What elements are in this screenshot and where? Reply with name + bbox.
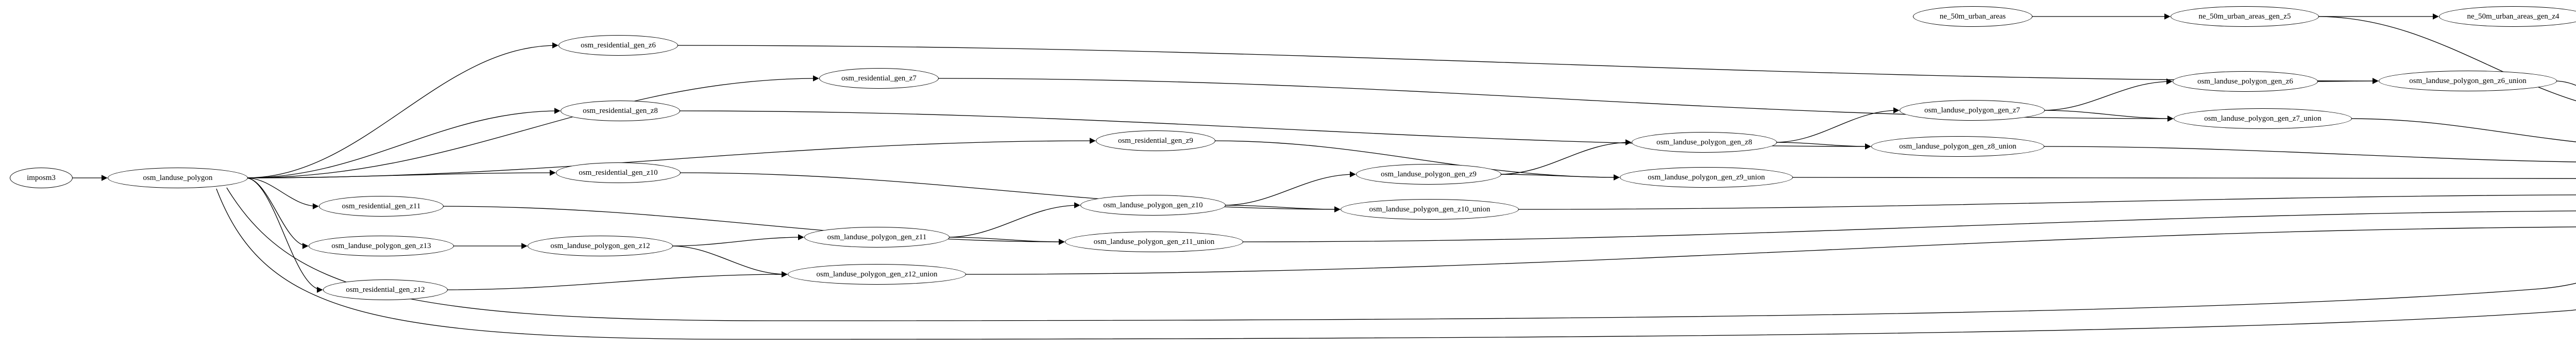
edge-osm_landuse_polygon_gen_z11-to-osm_landuse_polygon_gen_z10 bbox=[947, 202, 1080, 238]
edge-osm_residential_gen_z10-to-osm_landuse_polygon_gen_z10_union bbox=[678, 172, 1341, 212]
node-osm-residential-gen-z8: osm_residential_gen_z8 bbox=[561, 101, 680, 121]
edge-osm_landuse_polygon_gen_z6_union-to-layer-z6 bbox=[2554, 80, 2576, 86]
node-osm-landuse-polygon-gen-z10-union: osm_landuse_polygon_gen_z10_union bbox=[1341, 199, 1519, 220]
edge-osm_landuse_polygon_gen_z7-to-osm_landuse_polygon_gen_z6 bbox=[2042, 78, 2173, 111]
edge-osm_landuse_polygon-to-osm_residential_gen_z8 bbox=[245, 108, 561, 178]
edge-osm_landuse_polygon-to-osm_residential_gen_z7 bbox=[245, 75, 819, 178]
node-imposm3: imposm3 bbox=[10, 168, 73, 188]
node-osm-landuse-polygon-gen-z12-union: osm_landuse_polygon_gen_z12_union bbox=[788, 264, 966, 285]
node-osm-landuse-polygon-gen-z7: osm_landuse_polygon_gen_z7 bbox=[1900, 100, 2045, 121]
edge-osm_residential_gen_z11-to-osm_landuse_polygon_gen_z11_union bbox=[441, 206, 1065, 245]
edge-osm_landuse_polygon_gen_z7-to-osm_landuse_polygon_gen_z7_union bbox=[2042, 110, 2174, 122]
node-osm-landuse-polygon-gen-z8: osm_landuse_polygon_gen_z8 bbox=[1632, 132, 1777, 153]
edge-osm_landuse_polygon-to-layer-z14+ bbox=[216, 188, 2576, 340]
edge-osm_landuse_polygon_gen_z12-to-osm_landuse_polygon_gen_z11 bbox=[670, 234, 804, 246]
node-osm-residential-gen-z6: osm_residential_gen_z6 bbox=[558, 35, 678, 56]
node-osm-residential-gen-z11: osm_residential_gen_z11 bbox=[319, 196, 444, 217]
node-osm-landuse-polygon-gen-z9-union: osm_landuse_polygon_gen_z9_union bbox=[1620, 167, 1793, 188]
edge-osm_residential_gen_z6-to-osm_landuse_polygon_gen_z6_union bbox=[675, 45, 2379, 84]
node-osm-landuse-polygon-gen-z8-union: osm_landuse_polygon_gen_z8_union bbox=[1871, 136, 2044, 157]
node-osm-landuse-polygon-gen-z6-union: osm_landuse_polygon_gen_z6_union bbox=[2379, 71, 2557, 91]
edge-osm_landuse_polygon_gen_z8_union-to-layer-z8 bbox=[2042, 146, 2576, 162]
edge-ne_50m_urban_areas_gen_z5-to-layer-z5 bbox=[2316, 16, 2576, 102]
node-osm-residential-gen-z10: osm_residential_gen_z10 bbox=[556, 162, 681, 183]
edge-osm_landuse_polygon_gen_z7_union-to-layer-z7 bbox=[2349, 118, 2576, 142]
edge-osm_landuse_polygon_gen_z10_union-to-layer-z10 bbox=[1516, 194, 2576, 210]
node-ne-50m-urban-areas: ne_50m_urban_areas bbox=[1913, 6, 2032, 27]
edge-osm_landuse_polygon_gen_z8-to-osm_landuse_polygon_gen_z7 bbox=[1774, 107, 1900, 143]
node-osm-landuse-polygon-gen-z11-union: osm_landuse_polygon_gen_z11_union bbox=[1065, 232, 1243, 252]
edge-osm_landuse_polygon-to-osm_landuse_polygon_gen_z13 bbox=[245, 177, 309, 249]
node-osm-landuse-polygon-gen-z11: osm_landuse_polygon_gen_z11 bbox=[804, 227, 950, 248]
node-osm-residential-gen-z9: osm_residential_gen_z9 bbox=[1096, 130, 1215, 151]
edge-osm_residential_gen_z12-to-osm_landuse_polygon_gen_z12_union bbox=[445, 271, 788, 290]
edge-osm_landuse_polygon_gen_z9_union-to-layer-z9 bbox=[1790, 177, 2576, 179]
node-ne-50m-urban-areas-gen-z4: ne_50m_urban_areas_gen_z4 bbox=[2439, 6, 2576, 27]
node-osm-residential-gen-z7: osm_residential_gen_z7 bbox=[819, 68, 939, 89]
node-ne-50m-urban-areas-gen-z5: ne_50m_urban_areas_gen_z5 bbox=[2171, 6, 2319, 27]
node-osm-landuse-polygon-gen-z9: osm_landuse_polygon_gen_z9 bbox=[1356, 164, 1501, 185]
node-osm-landuse-polygon: osm_landuse_polygon bbox=[108, 168, 248, 188]
node-osm-landuse-polygon-gen-z13: osm_landuse_polygon_gen_z13 bbox=[309, 236, 454, 256]
edge-osm_residential_gen_z9-to-osm_landuse_polygon_gen_z9_union bbox=[1213, 140, 1620, 180]
node-osm-landuse-polygon-gen-z6: osm_landuse_polygon_gen_z6 bbox=[2173, 71, 2318, 92]
edge-osm_landuse_polygon_gen_z12_union-to-layer-z12 bbox=[963, 226, 2576, 275]
node-osm-residential-gen-z12: osm_residential_gen_z12 bbox=[323, 279, 448, 300]
edge-osm_landuse_polygon_gen_z12-to-osm_landuse_polygon_gen_z12_union bbox=[670, 245, 788, 277]
edge-osm_landuse_polygon-to-osm_residential_gen_z12 bbox=[245, 177, 323, 293]
edge-osm_landuse_polygon-to-osm_residential_gen_z10 bbox=[245, 170, 556, 178]
edge-osm_landuse_polygon-to-osm_residential_gen_z6 bbox=[245, 42, 558, 178]
node-osm-landuse-polygon-gen-z7-union: osm_landuse_polygon_gen_z7_union bbox=[2174, 108, 2352, 129]
node-osm-landuse-polygon-gen-z10: osm_landuse_polygon_gen_z10 bbox=[1080, 195, 1226, 216]
edge-osm_landuse_polygon-to-osm_residential_gen_z11 bbox=[245, 177, 319, 209]
edge-osm_landuse_polygon_gen_z11_union-to-layer-z11 bbox=[1241, 210, 2576, 242]
edge-osm_landuse_polygon_gen_z10-to-osm_landuse_polygon_gen_z9 bbox=[1223, 171, 1356, 206]
edge-osm_landuse_polygon_gen_z9-to-osm_landuse_polygon_gen_z8 bbox=[1499, 139, 1632, 175]
node-osm-landuse-polygon-gen-z12: osm_landuse_polygon_gen_z12 bbox=[528, 236, 673, 256]
